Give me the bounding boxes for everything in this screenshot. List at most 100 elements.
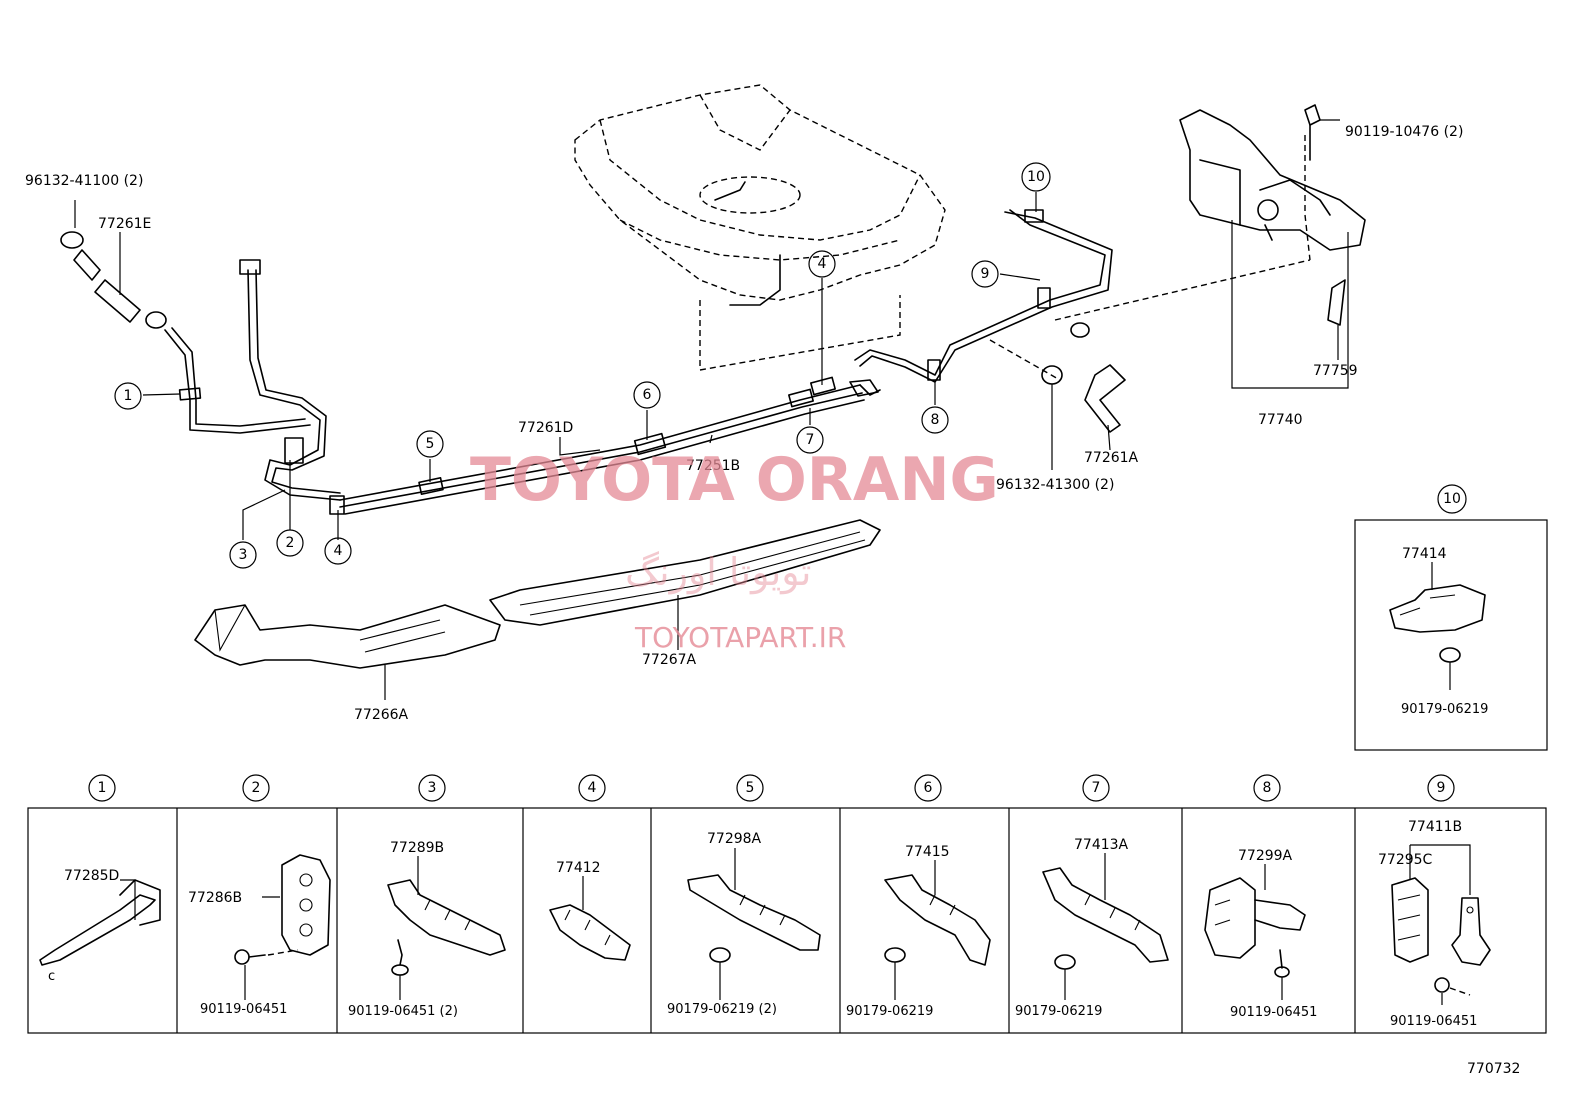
label-protector-b: 77267A <box>642 652 697 668</box>
svg-text:90119-06451: 90119-06451 <box>1390 1014 1477 1029</box>
panel-2: 77286B 90119-06451 <box>188 854 331 1017</box>
svg-text:10: 10 <box>1027 169 1045 185</box>
callout-10: 10 <box>1021 162 1051 192</box>
protector-77266A <box>194 604 501 700</box>
svg-text:2: 2 <box>286 535 295 551</box>
callout-3: 3 <box>229 541 257 569</box>
label-clamp-top: 96132-41100 (2) <box>25 173 143 189</box>
panel-num-2: 2 <box>242 774 270 802</box>
svg-text:7: 7 <box>806 432 815 448</box>
svg-text:2: 2 <box>252 780 261 796</box>
callout-8: 8 <box>921 406 949 434</box>
svg-text:77299A: 77299A <box>1238 848 1293 864</box>
bracket-77759 <box>1327 279 1346 326</box>
panel-9: 77411B 77295C 90119-06451 <box>1378 819 1491 1029</box>
svg-text:1: 1 <box>124 388 133 404</box>
svg-text:77289B: 77289B <box>390 840 444 856</box>
clamp-lower <box>145 311 167 329</box>
panel-num-7: 7 <box>1082 774 1110 802</box>
svg-text:77412: 77412 <box>556 860 601 876</box>
callout-1: 1 <box>114 382 142 410</box>
svg-text:77413A: 77413A <box>1074 837 1129 853</box>
panel-num-6: 6 <box>914 774 942 802</box>
canister-77740 <box>1179 104 1366 389</box>
svg-text:6: 6 <box>924 780 933 796</box>
svg-text:77298A: 77298A <box>707 831 762 847</box>
panel-num-4: 4 <box>578 774 606 802</box>
svg-text:6: 6 <box>643 387 652 403</box>
svg-text:90179-06219 (2): 90179-06219 (2) <box>667 1002 777 1017</box>
label-tube-d: 77261D <box>518 420 573 436</box>
svg-text:4: 4 <box>818 256 827 272</box>
svg-text:10: 10 <box>1443 491 1461 507</box>
panel-1: 77285D c <box>39 868 161 984</box>
clamp-top <box>60 231 84 249</box>
svg-text:3: 3 <box>239 547 248 563</box>
callout-6: 6 <box>633 381 661 409</box>
svg-text:77415: 77415 <box>905 844 950 860</box>
label-bolt-top: 90119-10476 (2) <box>1345 124 1463 140</box>
panel-5: 77298A 90179-06219 (2) <box>667 831 821 1017</box>
panel-4: 77412 <box>549 860 631 961</box>
watermark-site: TOYOTAPART.IR <box>634 621 846 654</box>
label-hose-e: 77261E <box>98 216 151 232</box>
callout-2: 2 <box>276 529 304 557</box>
callout-4b: 4 <box>808 250 836 278</box>
protector-77267A <box>489 519 881 650</box>
diagram-id: 770732 <box>1467 1061 1520 1077</box>
callout-9: 9 <box>971 260 999 288</box>
fuel-tank <box>574 84 946 371</box>
hose-stub <box>73 249 101 281</box>
svg-text:90119-06451: 90119-06451 <box>1230 1005 1317 1020</box>
svg-text:7: 7 <box>1092 780 1101 796</box>
svg-text:9: 9 <box>981 266 990 282</box>
fuel-lines <box>178 209 1113 515</box>
label-canister: 77740 <box>1258 412 1303 428</box>
label-clamp-mid: 96132-41300 (2) <box>996 477 1114 493</box>
svg-text:4: 4 <box>588 780 597 796</box>
panel-num-1: 1 <box>88 774 116 802</box>
svg-text:c: c <box>48 969 55 984</box>
watermark-brand: TOYOTA ORANG <box>470 445 999 515</box>
hose-77261A <box>989 259 1311 470</box>
svg-text:90179-06219: 90179-06219 <box>846 1004 933 1019</box>
svg-text:3: 3 <box>428 780 437 796</box>
leaders <box>142 192 1041 540</box>
panel-3: 77289B 90119-06451 (2) <box>348 840 506 1019</box>
label-hose-a: 77261A <box>1084 450 1139 466</box>
label-90179-06219-inset: 90179-06219 <box>1401 702 1488 717</box>
label-77759: 77759 <box>1313 363 1358 379</box>
label-protector-a: 77266A <box>354 707 409 723</box>
callout-5: 5 <box>416 430 444 458</box>
panel-num-8: 8 <box>1253 774 1281 802</box>
callout-4a: 4 <box>324 537 352 565</box>
svg-text:90119-06451: 90119-06451 <box>200 1002 287 1017</box>
label-tube-b: 77251B <box>686 458 740 474</box>
svg-text:8: 8 <box>1263 780 1272 796</box>
panel-8: 77299A 90119-06451 <box>1204 848 1317 1020</box>
svg-text:4: 4 <box>334 543 343 559</box>
svg-text:77285D: 77285D <box>64 868 119 884</box>
panel-num-5: 5 <box>736 774 764 802</box>
svg-text:1: 1 <box>98 780 107 796</box>
svg-text:77295C: 77295C <box>1378 852 1433 868</box>
hose-assembly-left <box>60 200 311 434</box>
panel-7: 77413A 90179-06219 <box>1015 837 1169 1019</box>
svg-text:5: 5 <box>426 436 435 452</box>
svg-text:90119-06451 (2): 90119-06451 (2) <box>348 1004 458 1019</box>
svg-text:8: 8 <box>931 412 940 428</box>
panel-num-3: 3 <box>418 774 446 802</box>
svg-text:5: 5 <box>746 780 755 796</box>
svg-text:77411B: 77411B <box>1408 819 1462 835</box>
watermark-persian: تویوتا اورنگ <box>625 550 812 595</box>
svg-text:9: 9 <box>1437 780 1446 796</box>
detail-table <box>27 807 1547 1034</box>
callout-7: 7 <box>796 426 824 454</box>
inset-10: 10 77414 90179-06219 <box>1354 484 1548 751</box>
svg-text:77286B: 77286B <box>188 890 242 906</box>
svg-text:90179-06219: 90179-06219 <box>1015 1004 1102 1019</box>
panel-num-9: 9 <box>1427 774 1455 802</box>
panel-6: 77415 90179-06219 <box>846 844 991 1019</box>
hose-77261E <box>94 279 141 323</box>
